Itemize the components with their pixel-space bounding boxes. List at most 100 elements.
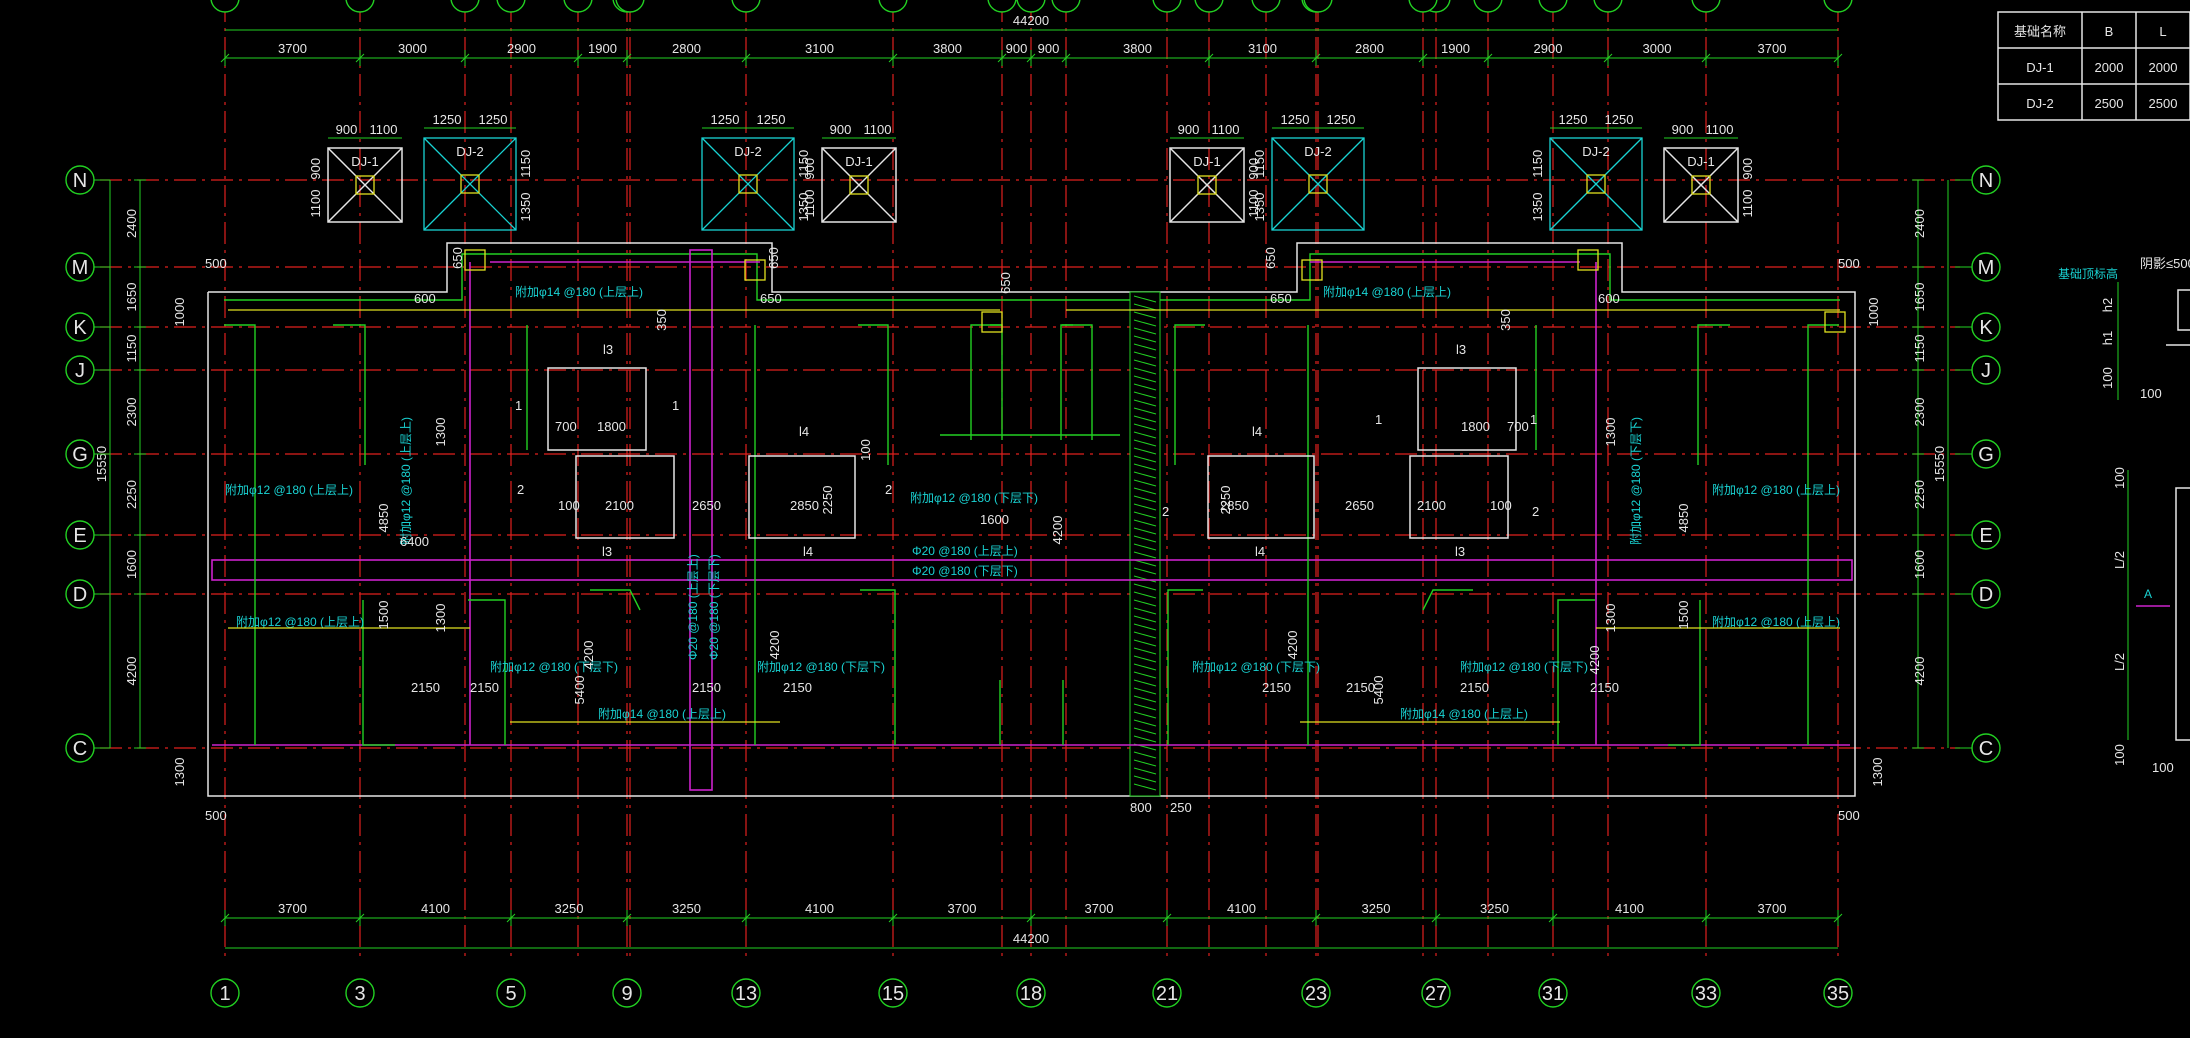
interior-dim-vertical: 100	[858, 439, 873, 461]
dim-left-value: 4200	[124, 657, 139, 686]
footing-column	[460, 174, 480, 194]
joint-hatch	[1133, 615, 1157, 623]
foundation-outline	[207, 242, 1856, 797]
dim-right-value: 2400	[1912, 209, 1927, 238]
joint-hatch	[1133, 295, 1157, 303]
dim-bottom-value: 3250	[1480, 901, 1509, 916]
axis-bubble-bottom-label: 18	[1020, 983, 1042, 1005]
footing-dim-top: 1250	[1559, 112, 1588, 127]
interior-dim: 1800	[1461, 419, 1490, 434]
column-marker	[744, 259, 766, 281]
interior-dim: 2100	[605, 498, 634, 513]
dim-slash	[997, 53, 1007, 63]
column-marker	[464, 249, 486, 271]
section-mark: 1	[515, 398, 522, 413]
rebar-note: 附加φ12 @180 (下层下)	[1192, 660, 1320, 674]
axis-bubble-bottom-label: 27	[1425, 983, 1447, 1005]
detail-plan-100c: 100	[2152, 760, 2174, 775]
footing-label: DJ-2	[1582, 144, 1609, 159]
dim-top-value: 3700	[1758, 41, 1787, 56]
axis-bubble-top	[615, 0, 645, 13]
footing-dj2	[701, 137, 795, 231]
section-mark: 2	[1162, 504, 1169, 519]
interior-dim: 700	[555, 419, 577, 434]
detail-l2a: L/2	[2112, 551, 2127, 569]
joint-hatch	[1133, 591, 1157, 599]
section-mark: l3	[1456, 342, 1466, 357]
axis-bubble-top	[563, 0, 593, 13]
axis-bubble-left-label: C	[73, 738, 87, 760]
dim-500-tr: 500	[1838, 256, 1860, 271]
axis-bubble-right-label: J	[1981, 360, 1991, 382]
interior-dim: 2850	[790, 498, 819, 513]
joint-hatch	[1133, 399, 1157, 407]
dim-500-bl: 500	[205, 808, 227, 823]
joint-hatch	[1133, 471, 1157, 479]
interior-dim: 2150	[692, 680, 721, 695]
dim-slash	[1162, 913, 1172, 923]
dim-slash	[506, 913, 516, 923]
detail-plan-shape	[2175, 487, 2190, 741]
interior-dim: 2650	[692, 498, 721, 513]
rebar-note: 附加φ12 @180 (上层上)	[1712, 615, 1840, 629]
detail-h2: h2	[2100, 298, 2115, 312]
footing-dim-side: 900	[308, 158, 323, 180]
footing-dim-side: 1150	[1252, 150, 1267, 178]
interior-dim-vertical: 1300	[1603, 418, 1618, 447]
axis-bubble-top	[1016, 0, 1046, 13]
interior-dim: 700	[1507, 419, 1529, 434]
interior-dim: 600	[1598, 291, 1620, 306]
interior-dim: 2150	[1460, 680, 1489, 695]
section-mark: l4	[799, 424, 809, 439]
strip-beam-vertical	[689, 249, 713, 791]
axis-bubble-bottom-label: 5	[505, 983, 516, 1005]
axis-bubble-top	[1691, 0, 1721, 13]
section-mark: l4	[803, 544, 813, 559]
interior-dim-vertical: 650	[1263, 247, 1278, 269]
opening-l3-lower	[575, 455, 675, 539]
dim-left-total: 15550	[94, 446, 109, 482]
axis-bubble-left-label: M	[72, 257, 89, 279]
footing-dim-side: 1100	[308, 190, 323, 218]
column-marker	[1824, 311, 1846, 333]
axis-bubble-top	[987, 0, 1017, 13]
footing-column	[1691, 175, 1711, 195]
axis-bubble-left-label: N	[73, 170, 87, 192]
interior-dim: 2150	[1262, 680, 1291, 695]
dim-top-value: 900	[1006, 41, 1028, 56]
dim-bottom-value: 3700	[1085, 901, 1114, 916]
joint-hatch	[1133, 511, 1157, 519]
detail-section-a: A	[2144, 587, 2152, 601]
joint-hatch	[1133, 535, 1157, 543]
joint-hatch	[1133, 759, 1157, 767]
footing-dim-top: 900	[830, 122, 852, 137]
footing-diag	[1549, 137, 1643, 231]
table-frame	[1997, 11, 2190, 121]
dim-bottom-value: 4100	[421, 901, 450, 916]
joint-hatch	[1133, 527, 1157, 535]
rebar-note: 附加φ14 @180 (上层上)	[1400, 707, 1528, 721]
table-cell: DJ-2	[2026, 96, 2053, 111]
footing-dim-side: 900	[1740, 158, 1755, 180]
footing-label: DJ-1	[845, 154, 872, 169]
interior-dim-vertical: 4850	[376, 504, 391, 533]
wall-segment	[1167, 589, 1203, 745]
dim-slash	[1311, 913, 1321, 923]
footing-dim-top: 1100	[864, 122, 892, 137]
opening-l4	[1207, 455, 1315, 539]
footing-dim-side: 900	[802, 158, 817, 180]
joint-hatch	[1133, 407, 1157, 415]
axis-bubble-bottom	[1691, 978, 1721, 1008]
footing-column	[355, 175, 375, 195]
rebar-note: 附加φ12 @180 (上层上)	[225, 483, 353, 497]
axis-bubble-bottom-label: 23	[1305, 983, 1327, 1005]
rebar-note: Φ20 @180 (上层上)	[912, 544, 1018, 558]
detail-plan-100: 100	[2112, 467, 2127, 489]
dim-right-value: 2250	[1912, 480, 1927, 509]
joint-hatch	[1133, 447, 1157, 455]
footing-dim-top: 1100	[1212, 122, 1240, 137]
